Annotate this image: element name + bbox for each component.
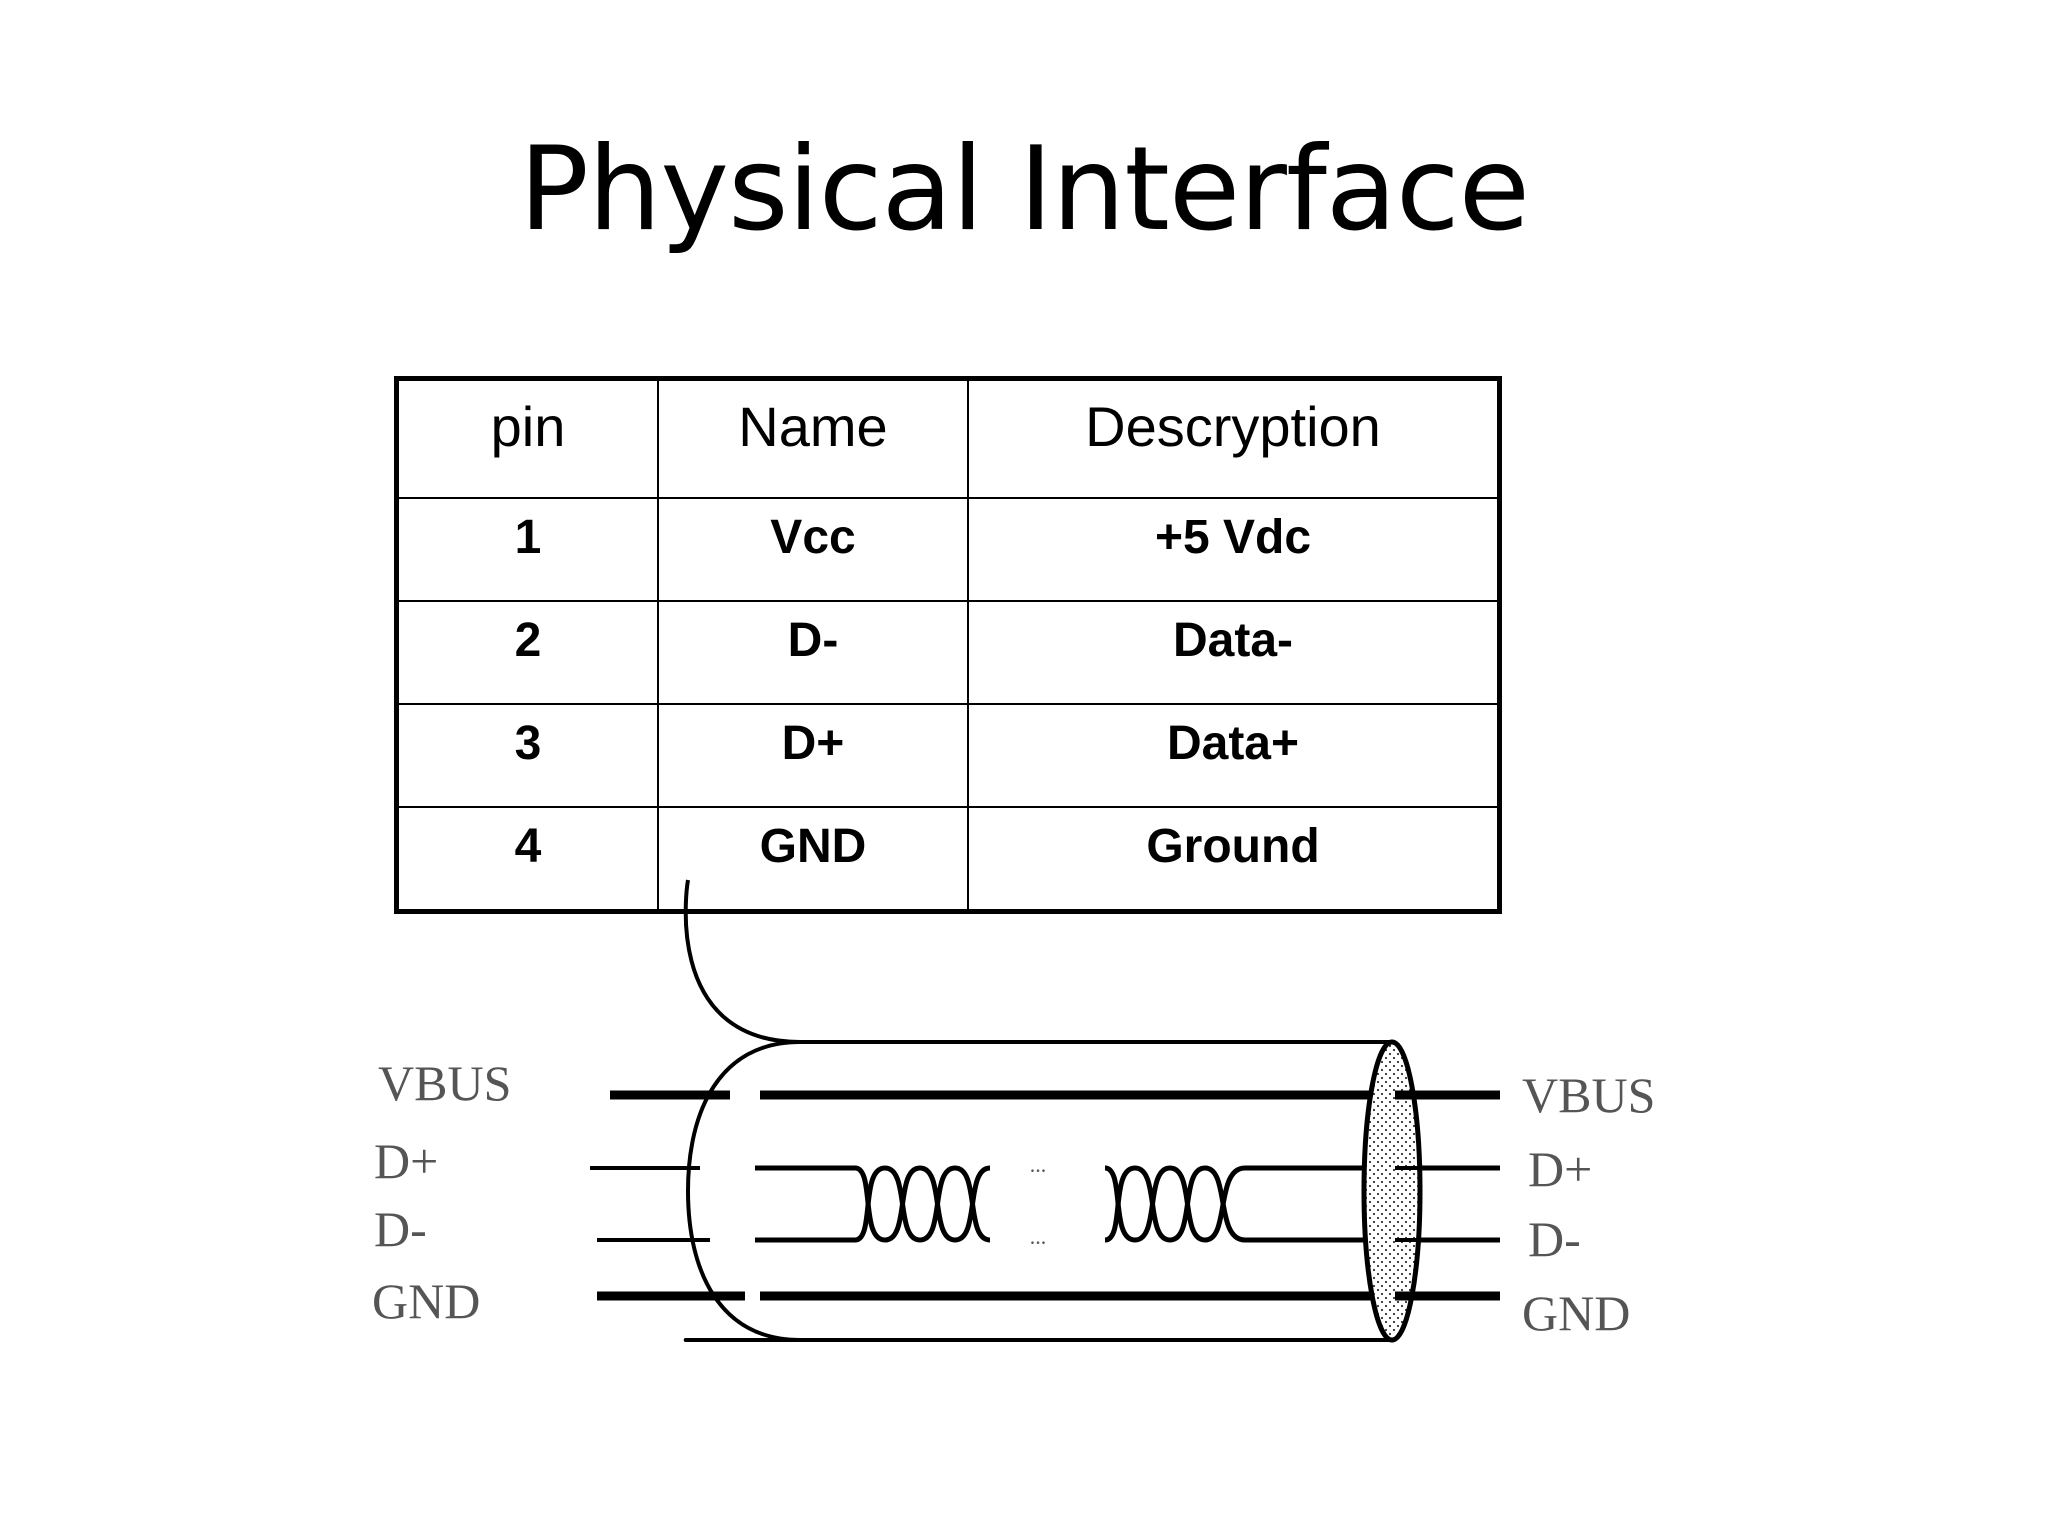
ellipsis-top: ... xyxy=(1030,1152,1047,1177)
twisted-pair-right xyxy=(1104,1165,1246,1243)
header-pin: pin xyxy=(395,377,659,499)
cell-description: Ground xyxy=(967,806,1501,913)
right-label-dplus: D+ xyxy=(1528,1141,1592,1197)
cell-description: +5 Vdc xyxy=(967,497,1501,602)
cell-name: GND xyxy=(657,806,969,913)
cell-pin: 4 xyxy=(395,806,659,913)
cell-description: Data- xyxy=(967,600,1501,705)
pin-table: pin Name Descryption 1 Vcc +5 Vdc 2 D- D… xyxy=(394,376,1502,914)
table-row: 1 Vcc +5 Vdc xyxy=(395,497,1501,602)
cell-description: Data+ xyxy=(967,703,1501,808)
cell-name: Vcc xyxy=(657,497,969,602)
cell-pin: 2 xyxy=(395,600,659,705)
header-description: Descryption xyxy=(967,377,1501,499)
cable-jacket-curve xyxy=(685,1040,801,1342)
twisted-pair-left xyxy=(854,1165,991,1243)
header-name: Name xyxy=(657,377,969,499)
left-label-gnd: GND xyxy=(372,1273,480,1329)
table-header-row: pin Name Descryption xyxy=(395,377,1501,499)
cable-jacket-outline xyxy=(683,879,1395,1343)
cell-name: D+ xyxy=(657,703,969,808)
left-label-dplus: D+ xyxy=(374,1133,438,1189)
table-row: 4 GND Ground xyxy=(395,806,1501,913)
cable-end-face xyxy=(1361,1039,1423,1343)
right-label-dminus: D- xyxy=(1528,1211,1581,1267)
cell-pin: 1 xyxy=(395,497,659,602)
left-label-dminus: D- xyxy=(374,1201,427,1257)
slide-title: Physical Interface xyxy=(518,122,1530,257)
cell-pin: 3 xyxy=(395,703,659,808)
cell-name: D- xyxy=(657,600,969,705)
right-label-vbus: VBUS xyxy=(1522,1067,1655,1123)
left-label-vbus: VBUS xyxy=(378,1055,511,1111)
ellipsis-bottom: ... xyxy=(1030,1224,1047,1249)
table-row: 3 D+ Data+ xyxy=(395,703,1501,808)
right-label-gnd: GND xyxy=(1522,1285,1630,1341)
table-row: 2 D- Data- xyxy=(395,600,1501,705)
